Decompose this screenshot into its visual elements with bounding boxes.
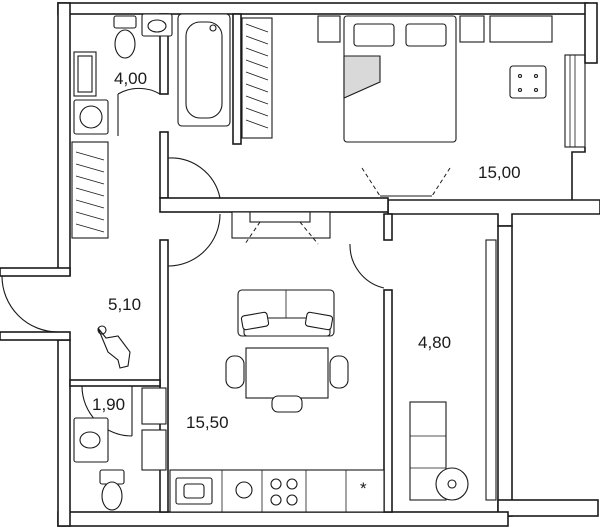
doors: [1, 87, 385, 437]
room-area-living-kitchen: 15,50: [186, 413, 229, 432]
room-area-bedroom: 15,00: [478, 163, 521, 182]
room-area-wc: 1,90: [92, 395, 125, 414]
wardrobe: [71, 141, 109, 239]
living-kitchen-furniture: *: [169, 211, 385, 513]
hallway-items: [97, 325, 131, 369]
loggia-furniture: [409, 239, 497, 501]
room-area-bathroom: 4,00: [114, 69, 147, 88]
room-area-hallway: 5,10: [108, 295, 141, 314]
wc-fixtures: [73, 387, 167, 511]
bathroom-fixtures: [73, 13, 273, 139]
fridge-snowflake-icon: *: [360, 479, 367, 498]
bedroom-furniture: [317, 15, 553, 197]
interior-walls: [69, 13, 393, 513]
room-area-loggia: 4,80: [418, 333, 451, 352]
